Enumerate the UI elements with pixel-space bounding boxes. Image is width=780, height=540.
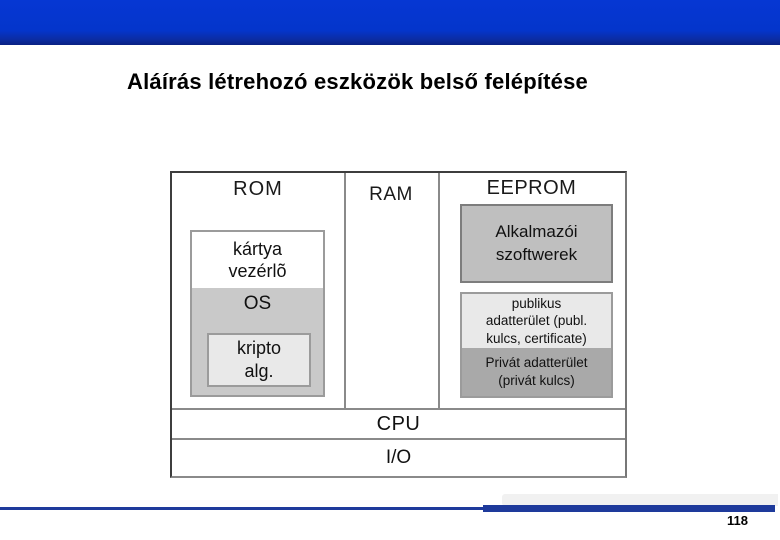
public-data-area: publikus adatterület (publ. kulcs, certi…: [462, 294, 611, 348]
footer-gray-bar: [502, 494, 778, 506]
header-bar: [0, 0, 780, 45]
eeprom-column-label: EEPROM: [486, 177, 577, 199]
rom-column-label: ROM: [233, 178, 283, 200]
io-row: I/O: [385, 447, 412, 468]
crypto-alg-box: kripto alg.: [207, 333, 311, 387]
card-controller-box: kártya vezérlõ: [192, 232, 323, 288]
application-software-box: Alkalmazói szoftwerek: [460, 204, 613, 283]
page-title: Aláírás létrehozó eszközök belső felépít…: [127, 69, 588, 94]
private-data-area: Privát adatterület (privát kulcs): [462, 348, 611, 396]
row-divider-memory-cpu: [172, 408, 625, 410]
smartcard-architecture-diagram: ROM RAM EEPROM kártya vezérlõ OS kripto …: [170, 171, 627, 478]
page-number: 118: [727, 513, 748, 528]
eeprom-data-area-box: publikus adatterület (publ. kulcs, certi…: [460, 292, 613, 398]
footer-rule-thick: [483, 505, 775, 512]
cpu-row: CPU: [376, 412, 421, 435]
row-divider-cpu-io: [172, 438, 625, 440]
column-divider-ram-eeprom: [438, 173, 440, 408]
column-divider-rom-ram: [344, 173, 346, 408]
os-label: OS: [243, 293, 272, 314]
footer-rule-thin: [0, 507, 486, 510]
ram-column-label: RAM: [369, 184, 413, 205]
